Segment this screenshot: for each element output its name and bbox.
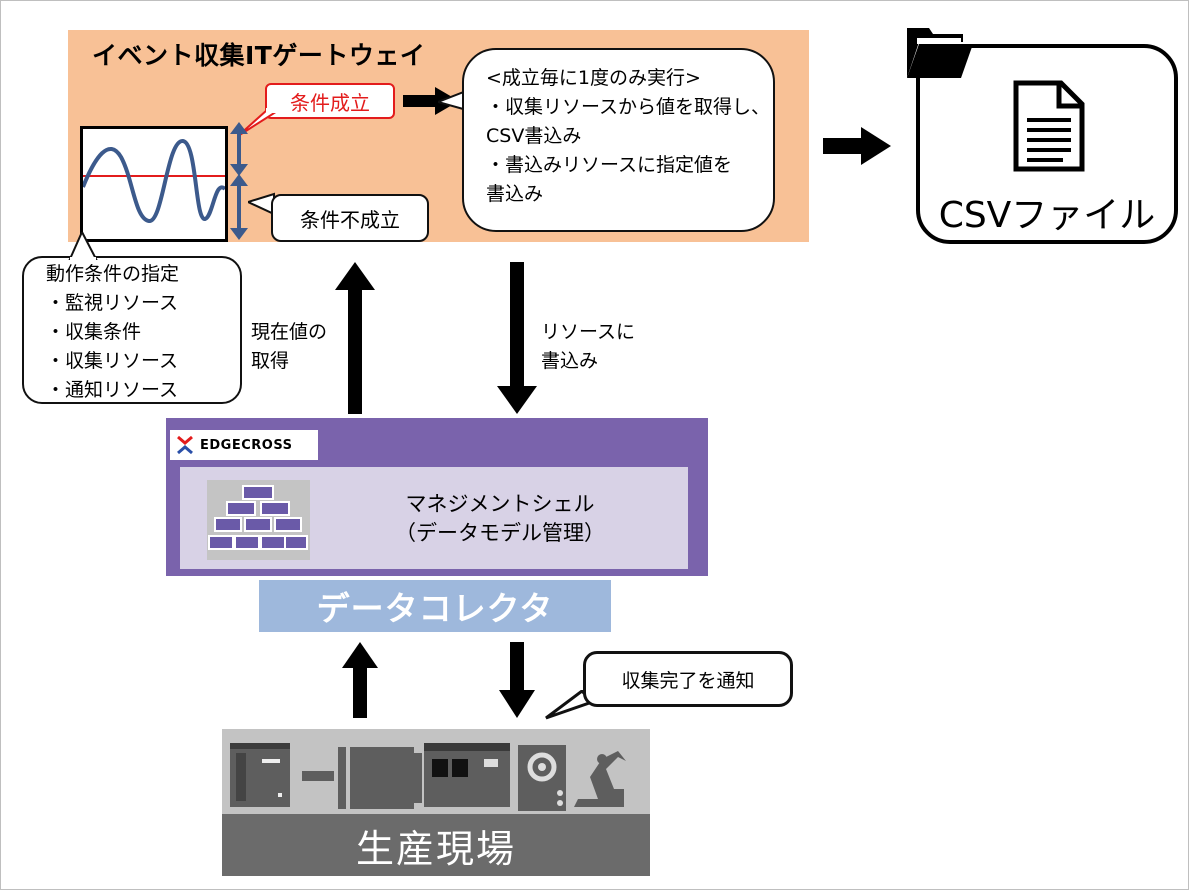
spec-line: 動作条件の指定 [46,263,180,285]
csv-file-label: CSVファイル [938,195,1156,236]
edgecross-mark-icon [177,435,193,455]
write-resource-label: リソースに 書込み [541,318,635,376]
waveform-icon [80,126,228,242]
management-shell-line: （データモデル管理） [395,521,605,545]
edgecross-logo-text: EDGECROSS [200,437,293,453]
production-site-panel [222,729,650,814]
data-model-hierarchy-icon [207,480,310,560]
data-collector-bar: データコレクタ [259,580,611,632]
up-arrow-icon [335,262,375,414]
range-arrows-icon [230,122,248,240]
get-label-line: 現在値の [251,321,328,343]
collection-complete-notify-bubble: 収集完了を通知 [583,651,793,707]
document-icon [1013,80,1085,172]
management-shell-line: マネジメントシェル [405,492,595,516]
get-label-line: 取得 [251,350,290,372]
write-label-line: 書込み [541,350,599,372]
spec-line: ・通知リソース [46,379,179,401]
exec-line: <成立毎に1度のみ実行> [486,67,701,89]
write-label-line: リソースに [541,321,636,343]
spec-line: ・監視リソース [46,292,179,314]
right-arrow-icon [823,127,891,165]
folder-icon [907,28,973,78]
exec-line: ・書込みリソースに指定値を [486,154,733,176]
gateway-title: イベント収集ITゲートウェイ [92,41,426,70]
condition-met-tail [237,108,280,137]
condition-not-met-label: 条件不成立 [271,194,429,242]
spec-line: ・収集リソース [46,350,179,372]
condition-met-label: 条件成立 [265,83,395,119]
get-current-value-label: 現在値の 取得 [251,318,327,376]
down-arrow-icon [497,262,537,414]
production-site-label: 生産現場 [222,814,650,876]
spec-line: ・収集条件 [46,321,142,343]
down-arrow-icon [499,642,535,718]
factory-equipment-icon [230,743,626,811]
exec-line: ・収集リソースから値を取得し、 [486,96,771,118]
operation-spec-bubble: 動作条件の指定 ・監視リソース ・収集条件 ・収集リソース ・通知リソース [22,256,242,404]
spec-bubble-tail [68,232,98,260]
up-arrow-icon [342,642,378,718]
edgecross-logo: EDGECROSS [170,430,318,460]
execution-bubble: <成立毎に1度のみ実行> ・収集リソースから値を取得し、 CSV書込み ・書込み… [462,48,775,232]
exec-line: CSV書込み [486,125,582,147]
exec-line: 書込み [486,183,544,205]
management-shell-label: マネジメントシェル （データモデル管理） [340,490,660,548]
